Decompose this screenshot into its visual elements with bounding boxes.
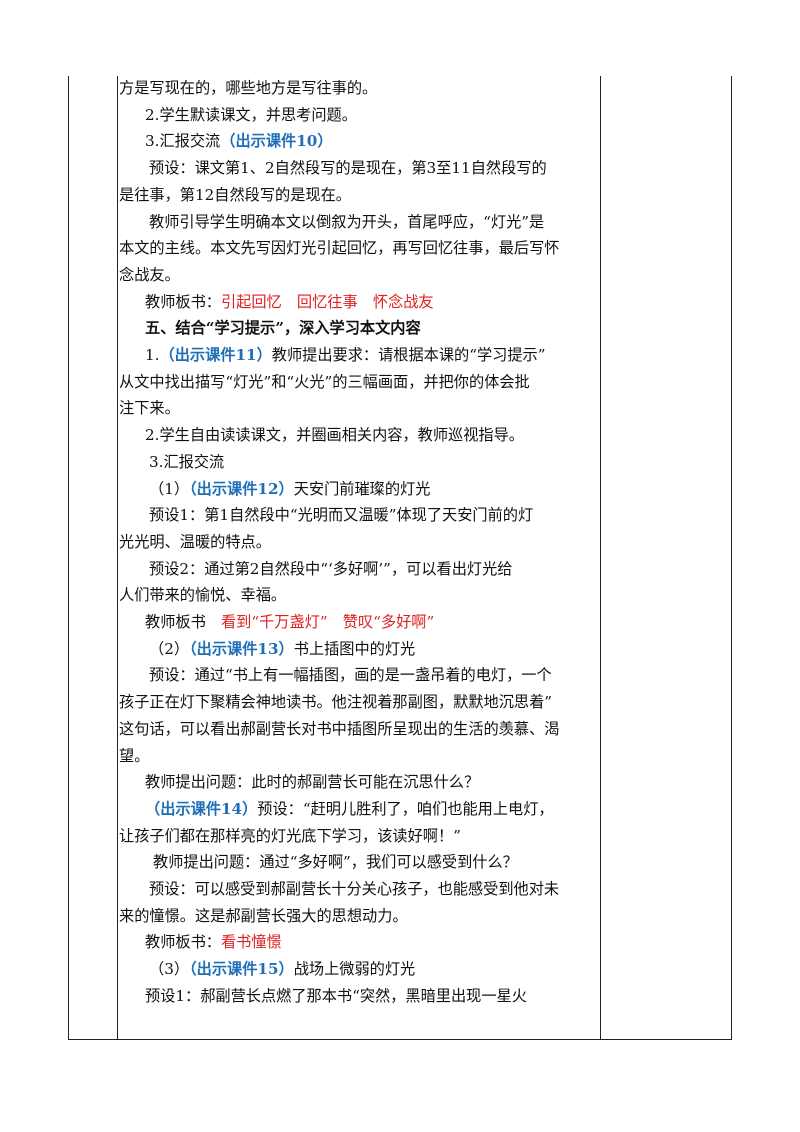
text-segment: 念战友。 — [119, 265, 180, 284]
text-line: 2.学生默读课文，并思考问题。 — [119, 105, 357, 124]
text-segment: 教师板书 — [145, 613, 221, 631]
courseware-ref: （出示课件12） — [189, 479, 294, 498]
text-segment: 预设：课文第1、2自然段写的是现在，第3至11自然段写的 — [149, 159, 547, 178]
courseware-ref: （出示课件11） — [159, 346, 272, 364]
text-segment: 预设1：第1自然段中“光明而又温暖”体现了天安门前的灯 — [149, 506, 534, 525]
text-segment: 预设：“赶明儿胜利了，咱们也能用上电灯， — [257, 799, 554, 818]
text-line: 方是写现在的，哪些地方是写往事的。 — [119, 79, 378, 97]
text-line: 来的憧憬。这是郝副营长强大的思想动力。 — [119, 906, 408, 925]
text-line: 预设：可以感受到郝副营长十分关心孩子，也能感受到他对未 — [119, 880, 560, 898]
text-line: 1.（出示课件11）教师提出要求：请根据本课的“学习提示” — [119, 346, 546, 364]
board-note: 看到“千万盏灯” 赞叹“多好啊” — [220, 613, 435, 631]
text-segment: 1. — [145, 346, 160, 364]
text-segment: 教师板书： — [145, 292, 221, 311]
text-segment: 教师引导学生明确本文以倒叙为开头，首尾呼应，“灯光”是 — [149, 212, 545, 231]
text-line: 3.汇报交流 — [119, 452, 225, 471]
text-segment: 教师板书： — [145, 933, 221, 952]
text-segment: （3） — [149, 960, 190, 979]
text-segment: 预设1：郝副营长点燃了那本书“突然，黑暗里出现一星火 — [145, 986, 527, 1005]
text-line: 让孩子们都在那样亮的灯光底下学习，该读好啊！” — [119, 826, 461, 845]
text-segment: 2.学生默读课文，并思考问题。 — [145, 105, 357, 124]
section-heading: 五、结合“学习提示”，深入学习本文内容 — [145, 319, 421, 338]
text-line: 注下来。 — [119, 401, 180, 416]
text-line: 预设2：通过第2自然段中“‘多好啊’”，可以看出灯光给 — [119, 559, 513, 578]
text-segment: 是往事，第12自然段写的是现在。 — [119, 185, 351, 204]
text-line: 孩子正在灯下聚精会神地读书。他注视着那副图，默默地沉思着” — [119, 693, 553, 712]
courseware-ref: （出示课件14） — [145, 799, 258, 818]
courseware-ref: （出示课件15） — [189, 960, 294, 979]
text-segment: 教师提出要求：请根据本课的“学习提示” — [271, 346, 546, 364]
text-line: （3）（出示课件15）战场上微弱的灯光 — [119, 960, 416, 979]
text-line: 念战友。 — [119, 265, 180, 284]
text-line: 预设：课文第1、2自然段写的是现在，第3至11自然段写的 — [119, 159, 547, 178]
text-segment: 本文的主线。本文先写因灯光引起回忆，再写回忆往事，最后写怀 — [119, 239, 560, 258]
text-segment: 方是写现在的，哪些地方是写往事的。 — [119, 79, 378, 97]
text-line: 教师提出问题：此时的郝副营长可能在沉思什么？ — [119, 775, 479, 790]
text-segment: 从文中找出描写“灯光”和“火光”的三幅画面，并把你的体会批 — [119, 372, 530, 391]
text-line: 这句话，可以看出郝副营长对书中插图所呈现出的生活的羡慕、渴 — [119, 719, 560, 738]
text-segment: 3.汇报交流 — [149, 452, 225, 471]
text-line: 人们带来的愉悦、幸福。 — [119, 588, 286, 603]
text-segment: 战场上微弱的灯光 — [293, 960, 416, 979]
courseware-ref: （出示课件13） — [189, 639, 294, 658]
text-segment: 天安门前璀璨的灯光 — [293, 479, 431, 498]
text-line: 2.学生自由读读课文，并圈画相关内容，教师巡视指导。 — [119, 426, 524, 445]
text-line: 教师板书 看到“千万盏灯” 赞叹“多好啊” — [119, 613, 435, 631]
text-line: 教师引导学生明确本文以倒叙为开头，首尾呼应，“灯光”是 — [119, 212, 545, 231]
text-line: 本文的主线。本文先写因灯光引起回忆，再写回忆往事，最后写怀 — [119, 241, 559, 256]
text-line: 教师板书：看书憧憬 — [119, 935, 282, 950]
text-segment: 预设：可以感受到郝副营长十分关心孩子，也能感受到他对未 — [149, 880, 560, 898]
text-segment: 书上插图中的灯光 — [293, 639, 416, 658]
text-segment: （1） — [149, 479, 190, 498]
text-segment: 人们带来的愉悦、幸福。 — [119, 586, 287, 605]
text-segment: 注下来。 — [119, 399, 180, 418]
text-segment: 孩子正在灯下聚精会神地读书。他注视着那副图，默默地沉思着” — [119, 693, 553, 712]
board-note: 看书憧憬 — [220, 933, 282, 952]
text-segment: 这句话，可以看出郝副营长对书中插图所呈现出的生活的羡慕、渴 — [119, 719, 560, 738]
text-segment: 2.学生自由读读课文，并圈画相关内容，教师巡视指导。 — [145, 426, 524, 445]
text-line: 五、结合“学习提示”，深入学习本文内容 — [119, 321, 421, 336]
courseware-ref: （出示课件10） — [220, 132, 333, 151]
text-line: 从文中找出描写“灯光”和“火光”的三幅画面，并把你的体会批 — [119, 372, 530, 391]
text-segment: 来的憧憬。这是郝副营长强大的思想动力。 — [119, 906, 408, 925]
text-segment: 教师提出问题：通过“多好啊”，我们可以感受到什么？ — [153, 853, 518, 872]
text-segment: 预设2：通过第2自然段中“‘多好啊’”，可以看出灯光给 — [149, 559, 513, 578]
text-line: （1）（出示课件12）天安门前璀璨的灯光 — [119, 479, 431, 498]
text-line: 预设1：郝副营长点燃了那本书“突然，黑暗里出现一星火 — [119, 986, 527, 1005]
text-line: （2）（出示课件13）书上插图中的灯光 — [119, 639, 416, 658]
text-segment: 光光明、温暖的特点。 — [119, 532, 271, 551]
text-line: 光光明、温暖的特点。 — [119, 532, 271, 551]
text-line: 教师提出问题：通过“多好啊”，我们可以感受到什么？ — [119, 855, 518, 870]
text-segment: 预设：通过“书上有一幅插图，画的是一盏吊着的电灯，一个 — [149, 666, 552, 685]
text-line: 是往事，第12自然段写的是现在。 — [119, 185, 351, 204]
text-line: 预设：通过“书上有一幅插图，画的是一盏吊着的电灯，一个 — [119, 668, 552, 683]
text-line: 望。 — [119, 746, 150, 765]
text-line: 教师板书：引起回忆 回忆往事 怀念战友 — [119, 292, 434, 311]
text-segment: 望。 — [119, 746, 150, 765]
text-segment: 教师提出问题：此时的郝副营长可能在沉思什么？ — [145, 773, 480, 792]
text-line: 预设1：第1自然段中“光明而又温暖”体现了天安门前的灯 — [119, 508, 533, 523]
column-divider-right — [600, 76, 601, 1039]
column-divider-left — [117, 76, 118, 1039]
lesson-plan-table: 方是写现在的，哪些地方是写往事的。2.学生默读课文，并思考问题。3.汇报交流（出… — [68, 76, 732, 1040]
text-segment: （2） — [149, 639, 190, 658]
text-line: 3.汇报交流（出示课件10） — [119, 134, 333, 149]
text-segment: 3.汇报交流 — [145, 132, 221, 151]
board-note: 引起回忆 回忆往事 怀念战友 — [220, 292, 434, 311]
text-line: （出示课件14）预设：“赶明儿胜利了，咱们也能用上电灯， — [119, 799, 554, 818]
text-segment: 让孩子们都在那样亮的灯光底下学习，该读好啊！” — [119, 826, 461, 845]
